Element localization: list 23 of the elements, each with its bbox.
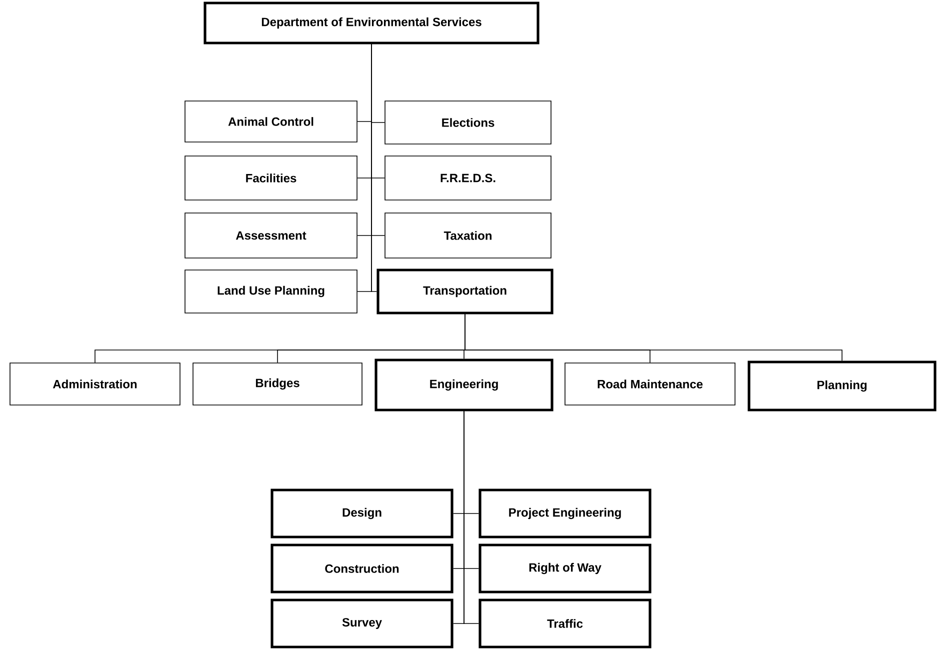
org-box: Design <box>270 488 454 538</box>
org-box: Administration <box>10 362 180 406</box>
org-box: Facilities <box>184 156 358 200</box>
org-box: Department of Environmental Services <box>204 2 540 44</box>
org-box: Right of Way <box>478 544 652 594</box>
org-box: Land Use Planning <box>184 270 358 314</box>
org-box: Construction <box>270 544 454 594</box>
org-box: Transportation <box>376 268 554 314</box>
org-box: F.R.E.D.S. <box>384 156 552 200</box>
connector-line <box>371 44 378 292</box>
org-box: Traffic <box>478 598 652 648</box>
connector-line <box>464 410 480 624</box>
org-box: Assessment <box>184 212 358 258</box>
org-box: Elections <box>384 100 552 144</box>
org-box: Project Engineering <box>478 488 652 538</box>
org-box: Road Maintenance <box>564 362 736 406</box>
org-box: Bridges <box>192 362 362 406</box>
org-box: Planning <box>748 360 936 412</box>
org-box: Survey <box>270 598 454 648</box>
connector-line <box>464 314 842 362</box>
org-box: Engineering <box>374 358 554 412</box>
org-box: Animal Control <box>184 100 358 142</box>
org-box: Taxation <box>384 212 552 258</box>
